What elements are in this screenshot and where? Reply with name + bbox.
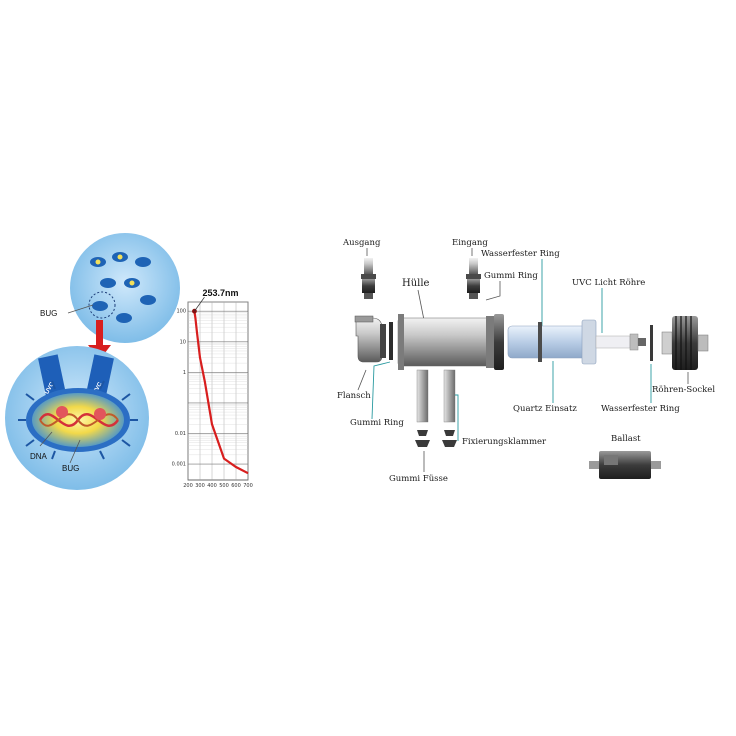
eingang-connector: [466, 258, 481, 299]
chart-peak-annotation: 253.7nm: [202, 288, 238, 298]
bug-culture-circle: [70, 233, 180, 343]
chart-x-tick-label: 700: [243, 483, 253, 489]
label-flansch: Flansch: [337, 391, 371, 401]
chart-y-tick-label: 10: [180, 339, 186, 345]
chart-x-tick-label: 300: [195, 483, 205, 489]
chart-x-tick-label: 500: [219, 483, 229, 489]
label-wasserfester-ring-bottom: Wasserfester Ring: [601, 404, 680, 414]
bug-inner-label: BUG: [62, 464, 79, 473]
label-uvc-licht-roehre: UVC Licht Röhre: [572, 278, 645, 288]
bug-body: [18, 380, 138, 460]
chart-x-tick-label: 400: [207, 483, 217, 489]
gummi-ring-left: [389, 322, 393, 360]
chart-y-tick-label: 1: [183, 370, 186, 376]
ballast-unit: [589, 451, 661, 479]
dna-label: DNA: [30, 452, 48, 461]
uvc-label-b: UVC: [92, 381, 104, 396]
chart-x-tick-label: 200: [183, 483, 193, 489]
roehren-sockel: [661, 316, 709, 370]
exploded-parts-diagram: Ausgang Eingang Gummi Ring Wasserfester …: [337, 238, 715, 484]
chart-y-tick-label: 0.01: [175, 431, 186, 437]
bug-label: BUG: [40, 309, 57, 318]
label-quartz-einsatz: Quartz Einsatz: [513, 404, 577, 414]
ausgang-connector: [361, 258, 376, 299]
uvc-beams: UVC UVC: [38, 354, 114, 398]
bug-leader-line: [67, 304, 94, 314]
chart-series-line: [193, 311, 249, 475]
label-wasserfester-ring-top: Wasserfester Ring: [481, 249, 560, 259]
label-gummi-fuesse: Gummi Füsse: [389, 474, 448, 484]
bug-inner-leader-line: [69, 439, 81, 464]
label-ausgang: Ausgang: [342, 238, 381, 248]
label-roehren-sockel: Röhren-Sockel: [652, 385, 715, 395]
uvc-lamp: [595, 333, 646, 351]
label-fixierungsklammer: Fixierungsklammer: [462, 437, 547, 447]
uvc-label-a: UVC: [44, 381, 56, 396]
chart-y-ticks: 100 10 1 0.01 0.001: [172, 309, 186, 468]
uv-dna-illustration: BUG UVC UVC: [5, 233, 180, 490]
wasserfester-ring-bottom: [650, 325, 653, 361]
dna-leader-line: [39, 431, 53, 447]
gummi-fuesse: [415, 430, 457, 447]
label-huelle: Hülle: [402, 278, 430, 289]
label-ballast: Ballast: [611, 434, 641, 444]
chart-x-tick-label: 600: [231, 483, 241, 489]
flansch-elbow: [354, 315, 386, 363]
chart-peak-leader: [194, 296, 205, 312]
huelle-body: [397, 314, 504, 370]
label-gummi-ring-top: Gummi Ring: [484, 271, 538, 281]
label-gummi-ring-left: Gummi Ring: [350, 418, 404, 428]
chart-y-tick-label: 0.001: [172, 462, 186, 468]
bug-icons: [90, 252, 156, 323]
fixierungsklammer-legs: [416, 369, 456, 423]
label-eingang: Eingang: [452, 238, 488, 248]
quartz-einsatz: [507, 319, 597, 365]
bug-highlight-ring: [88, 291, 116, 319]
chart-y-tick-label: 100: [176, 309, 186, 315]
